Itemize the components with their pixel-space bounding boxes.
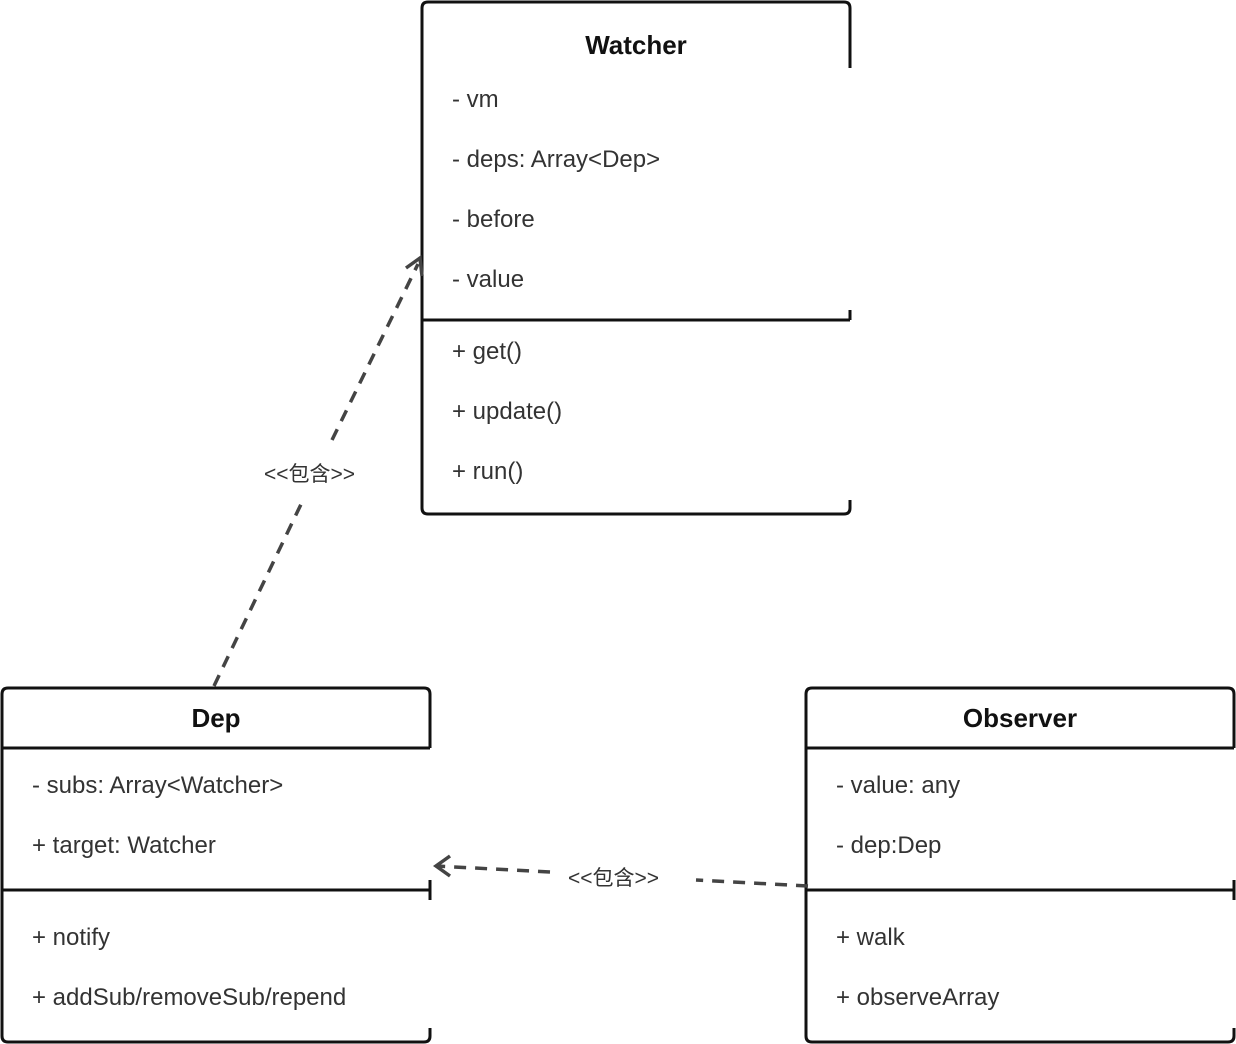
dep-attribute: + target: Watcher [32, 832, 216, 859]
observer-class-box[interactable] [804, 686, 1236, 1044]
watcher-attribute: - deps: Array<Dep> [452, 146, 661, 173]
observer-class-name: Observer [962, 703, 1078, 733]
dep-class-name: Dep [191, 703, 241, 733]
dep-class-box[interactable] [0, 686, 432, 1044]
watcher-method: + get() [452, 338, 523, 365]
dependency-label-dep-watcher: <<包含>> [260, 458, 360, 488]
dependency-arrow-observer-dep[interactable] [432, 854, 809, 888]
watcher-method: + run() [452, 458, 524, 485]
watcher-attribute: - value [452, 266, 525, 293]
dep-attribute: - subs: Array<Watcher> [32, 772, 284, 799]
watcher-attribute: - before [452, 206, 535, 233]
watcher-class-name: Watcher [585, 30, 687, 60]
dependency-arrow-dep-watcher[interactable] [212, 254, 424, 687]
watcher-class-box[interactable] [420, 0, 852, 516]
dep-method: + addSub/removeSub/repend [32, 984, 347, 1011]
observer-attribute: - dep:Dep [836, 832, 942, 859]
watcher-attribute: - vm [452, 86, 499, 113]
watcher-method: + update() [452, 398, 563, 425]
dependency-label-observer-dep: <<包含>> [564, 862, 664, 892]
dep-method: + notify [32, 924, 111, 951]
observer-attribute: - value: any [836, 772, 961, 799]
observer-method: + walk [836, 924, 905, 951]
observer-method: + observeArray [836, 984, 1000, 1011]
